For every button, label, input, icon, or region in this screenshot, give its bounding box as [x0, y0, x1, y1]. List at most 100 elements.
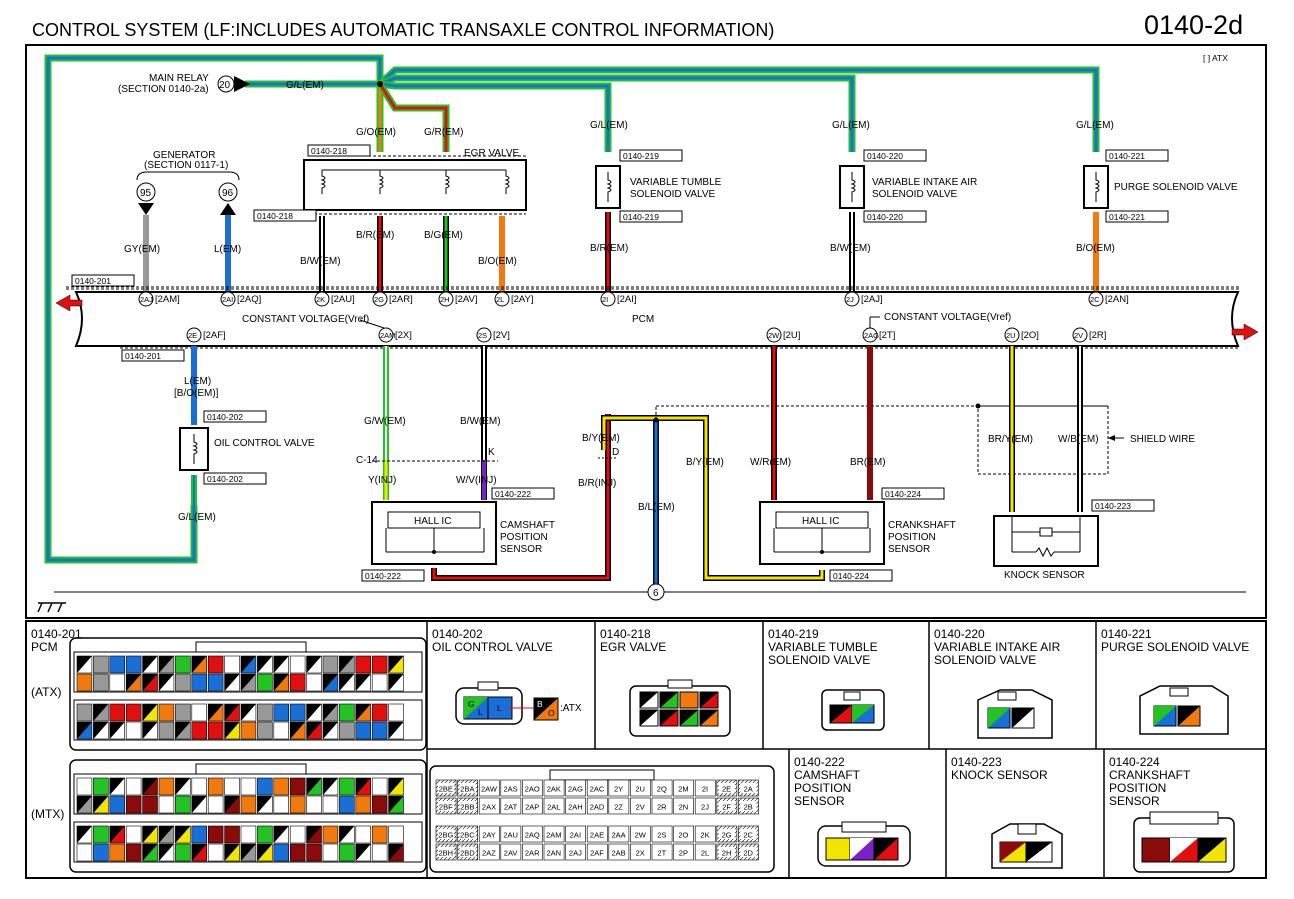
pcm-pin-label: 2C — [1090, 295, 1100, 304]
pin-map-cell — [586, 797, 608, 815]
pin-map-label: 2E — [722, 785, 731, 794]
svg-text:G: G — [468, 699, 475, 709]
pin-map-label: 2AO — [525, 785, 540, 794]
pin-map-cell — [500, 779, 522, 797]
main-relay-label: MAIN RELAY — [149, 73, 209, 84]
main-relay-section: (SECTION 0140-2a) — [118, 84, 209, 95]
pin-map-cell — [543, 797, 565, 815]
panel-egr-label: EGR VALVE — [600, 640, 666, 654]
panel-oil-label: OIL CONTROL VALVE — [432, 640, 553, 654]
pin-map-label: 2AI — [570, 831, 581, 840]
pin-map-cell — [543, 843, 565, 861]
cam-wire-gw: G/W(EM) — [364, 416, 406, 427]
intake-label-2: SOLENOID VALVE — [872, 189, 958, 200]
pin-map-label: 2AF — [590, 849, 604, 858]
pin-map-cell — [478, 825, 500, 843]
pcm-label: PCM — [632, 314, 654, 325]
pcm-pin-circle — [494, 291, 510, 307]
pin-map-cell — [543, 779, 565, 797]
tumble-wire-top: G/L(EM) — [590, 120, 628, 131]
tumble-label-2: SOLENOID VALVE — [630, 189, 716, 200]
pin-map-label: 2AK — [547, 785, 561, 794]
mid-d: D — [612, 447, 619, 458]
pcm-ref-bot: 0140-201 — [125, 351, 161, 361]
gen-wire-95: GY(EM) — [124, 244, 160, 255]
bus-right-wire — [377, 66, 1100, 152]
pin-map-cell — [673, 843, 694, 861]
gen-terminal-95: 95 — [140, 188, 152, 199]
egr-ref-top: 0140-218 — [311, 146, 347, 156]
cam-label-3: SENSOR — [500, 544, 542, 555]
pcm-pin-label: 2S — [478, 331, 487, 340]
pin-map-label: 2C — [743, 831, 753, 840]
camshaft-connector — [817, 821, 911, 867]
pcm-pin-circle — [476, 327, 492, 343]
pin-map-cell — [478, 797, 500, 815]
pcm-pin-label: 2AJ — [140, 295, 153, 304]
pin-map-label: 2U — [635, 785, 645, 794]
egr-gr-wire — [377, 82, 450, 152]
cam-wire-wv: W/V(INJ) — [456, 475, 497, 486]
pin-map-label: 2BC — [460, 831, 475, 840]
knock-connector — [991, 823, 1063, 869]
power-bus — [44, 54, 1100, 564]
crank-wire-wr: W/R(EM) — [750, 457, 791, 468]
pin-map-cell — [500, 797, 522, 815]
crank-wire-br: BR(EM) — [850, 457, 886, 468]
svg-text:L: L — [497, 703, 502, 713]
mid-wire-by1: B/Y(EM) — [582, 433, 620, 444]
pin-map-label: 2V — [636, 803, 645, 812]
panel-cr-l2: POSITION — [1109, 781, 1166, 795]
coil-icon — [1094, 172, 1100, 202]
oil-wire-l: L(EM) — [184, 376, 211, 387]
page-title: CONTROL SYSTEM (LF:INCLUDES AUTOMATIC TR… — [32, 20, 774, 40]
pin-map-label: 2B — [744, 803, 753, 812]
pcm-pin-circle — [1088, 291, 1104, 307]
egr-wire-gr: G/R(EM) — [424, 127, 463, 138]
pin-map-cell — [694, 779, 716, 797]
pin-map-label: 2AR — [525, 849, 540, 858]
pcm-pin-label: 2AM — [380, 331, 395, 340]
arrow-icon — [1108, 435, 1115, 441]
ground-6: 6 — [653, 588, 659, 599]
pcm-pin-code: [2AM] — [155, 294, 180, 305]
tumble-connector — [821, 689, 885, 731]
cam-wire-y: Y(INJ) — [368, 475, 396, 486]
pin-map-label: 2A — [744, 785, 753, 794]
pin-map-cell — [673, 797, 694, 815]
egr-wire-bw: B/W(EM) — [300, 256, 341, 267]
pin-map-label: 2K — [700, 831, 709, 840]
panel-pur-ref: 0140-221 — [1101, 627, 1152, 641]
pcm-pin-code: [2AV] — [455, 294, 478, 305]
pin-map-cell — [608, 797, 630, 815]
pcm-pin-label: 2I — [602, 295, 608, 304]
panel-tum-l1: VARIABLE TUMBLE — [768, 640, 878, 654]
crankshaft-connector — [1133, 811, 1235, 873]
svg-text:B: B — [537, 699, 543, 709]
crank-label-1: CRANKSHAFT — [888, 520, 956, 531]
pcm-pin-label: 2U — [1006, 331, 1016, 340]
intake-label-1: VARIABLE INTAKE AIR — [872, 177, 977, 188]
splice-point — [377, 81, 383, 87]
pin-map-cell — [651, 779, 673, 797]
pcm-bot-pins: 2E[2AF]2AM[2X]2S[2V]2W[2U]2AG[2T]2U[2O]2… — [186, 327, 1106, 343]
egr-connector — [629, 679, 731, 737]
main-relay-wire: G/L(EM) — [286, 80, 324, 91]
pin-map-label: 2M — [678, 785, 688, 794]
panel-tum-l2: SOLENOID VALVE — [768, 653, 870, 667]
pin-map-label: 2AW — [481, 785, 498, 794]
generator-section: (SECTION 0117-1) — [144, 160, 228, 171]
purge-ref-bot: 0140-221 — [1109, 212, 1145, 222]
pcm-pin-code: [2AN] — [1105, 294, 1129, 305]
vref-left-label: CONSTANT VOLTAGE(Vref) — [242, 314, 369, 325]
shield-wire-label: SHIELD WIRE — [1130, 434, 1195, 445]
purge-connector — [1139, 685, 1229, 735]
pcm-pin-label: 2V — [1074, 331, 1083, 340]
gen-wire-96: L(EM) — [214, 244, 241, 255]
cam-label-1: CAMSHAFT — [500, 520, 555, 531]
pin-map-label: 2N — [679, 803, 689, 812]
pin-map-label: 2AB — [612, 849, 626, 858]
pcm-pin-label: 2K — [316, 295, 325, 304]
oil-wire-bo: [B/O(EM)] — [174, 388, 219, 399]
egr-ref-bot: 0140-218 — [257, 211, 293, 221]
